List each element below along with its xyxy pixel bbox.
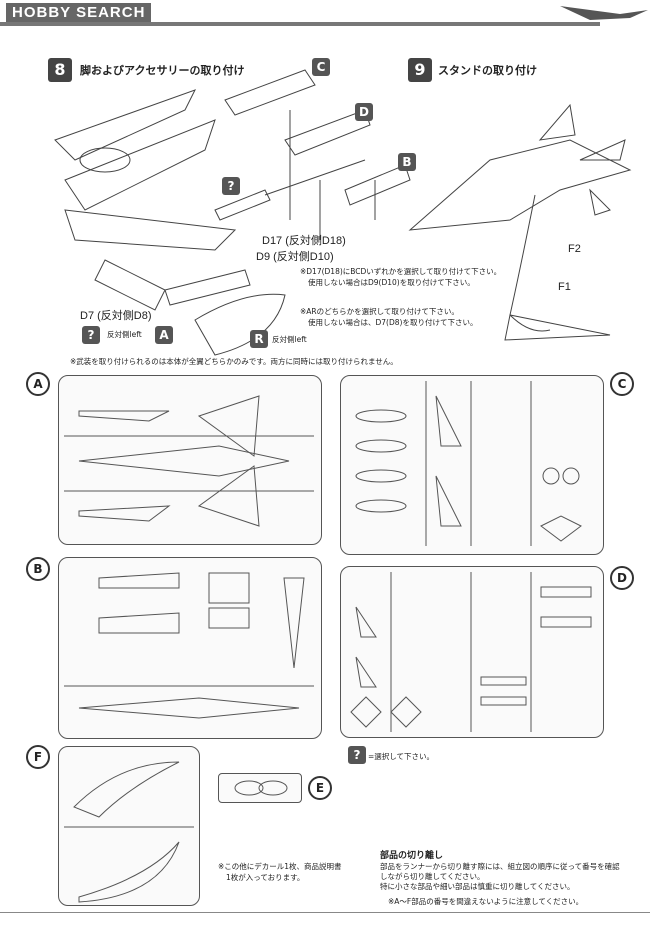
sprue-label-f: F [26, 745, 50, 769]
note-select-bcd: ※D17(D18)にBCDいずれかを選択して取り付けて下さい。 [300, 267, 502, 276]
cut-note-2: しながら切り離してください。 [380, 872, 485, 881]
step-8-title: 脚およびアクセサリーの取り付け [80, 64, 245, 77]
callout-r: R [250, 330, 268, 348]
cut-title: 部品の切り離し [380, 851, 444, 861]
callout-question-2: ? [82, 326, 100, 344]
callout-a: A [155, 326, 173, 344]
cut-note-3: 特に小さな部品や細い部品は慎重に切り離してください。 [380, 882, 575, 891]
step-9-number: 9 [408, 58, 432, 82]
sprue-label-a: A [26, 372, 50, 396]
sprue-f [58, 746, 200, 906]
sprue-a [58, 375, 322, 545]
sprue-label-d: D [610, 566, 634, 590]
sprue-d [340, 566, 604, 738]
sprue-label-b: B [26, 557, 50, 581]
callout-question: ? [222, 177, 240, 195]
note-decal: ※この他にデカール1枚、商品説明書 [218, 862, 342, 871]
part-d9: D9 (反対側D10) [256, 251, 334, 263]
part-d7: D7 (反対側D8) [80, 310, 152, 322]
part-f2: F2 [568, 243, 581, 255]
note-decal-2: 1枚が入っております。 [226, 873, 305, 882]
part-d17: D17 (反対側D18) [262, 235, 346, 247]
header-bar [0, 22, 600, 26]
note-select-ar-2: 使用しない場合は、D7(D8)を取り付けて下さい。 [308, 318, 478, 327]
footer-rule [0, 912, 650, 913]
callout-d: D [355, 103, 373, 121]
sprue-label-e: E [308, 776, 332, 800]
legend-select-text: =選択して下さい。 [368, 752, 435, 761]
site-logo[interactable]: HOBBY SEARCH [6, 3, 152, 22]
part-left-a: 反対側left [107, 330, 142, 339]
sprue-c [340, 375, 604, 555]
step-8-number: 8 [48, 58, 72, 82]
part-f1: F1 [558, 281, 571, 293]
part-left-r: 反対側left [272, 335, 307, 344]
step-9-title: スタンドの取り付け [438, 64, 537, 77]
step-8-diagram [54, 69, 411, 356]
cut-note-4: ※A〜F部品の番号を間違えないように注意してください。 [388, 897, 584, 906]
note-weapon: ※武装を取り付けられるのは本体が全翼どちらかのみです。両方に同時には取り付けられ… [70, 357, 398, 366]
note-select-ar: ※ARのどちらかを選択して取り付けて下さい。 [300, 307, 459, 316]
jet-silhouette-icon [560, 6, 648, 20]
step-9-diagram [408, 103, 632, 341]
cut-note-1: 部品をランナーから切り離す際には、組立図の順序に従って番号を確認 [380, 862, 620, 871]
sprue-e [218, 773, 302, 803]
legend-question: ? [348, 746, 366, 764]
sprue-b [58, 557, 322, 739]
callout-b: B [398, 153, 416, 171]
note-select-bcd-2: 使用しない場合はD9(D10)を取り付けて下さい。 [308, 278, 475, 287]
sprue-label-c: C [610, 372, 634, 396]
callout-c: C [312, 58, 330, 76]
site-header: HOBBY SEARCH [0, 0, 650, 26]
